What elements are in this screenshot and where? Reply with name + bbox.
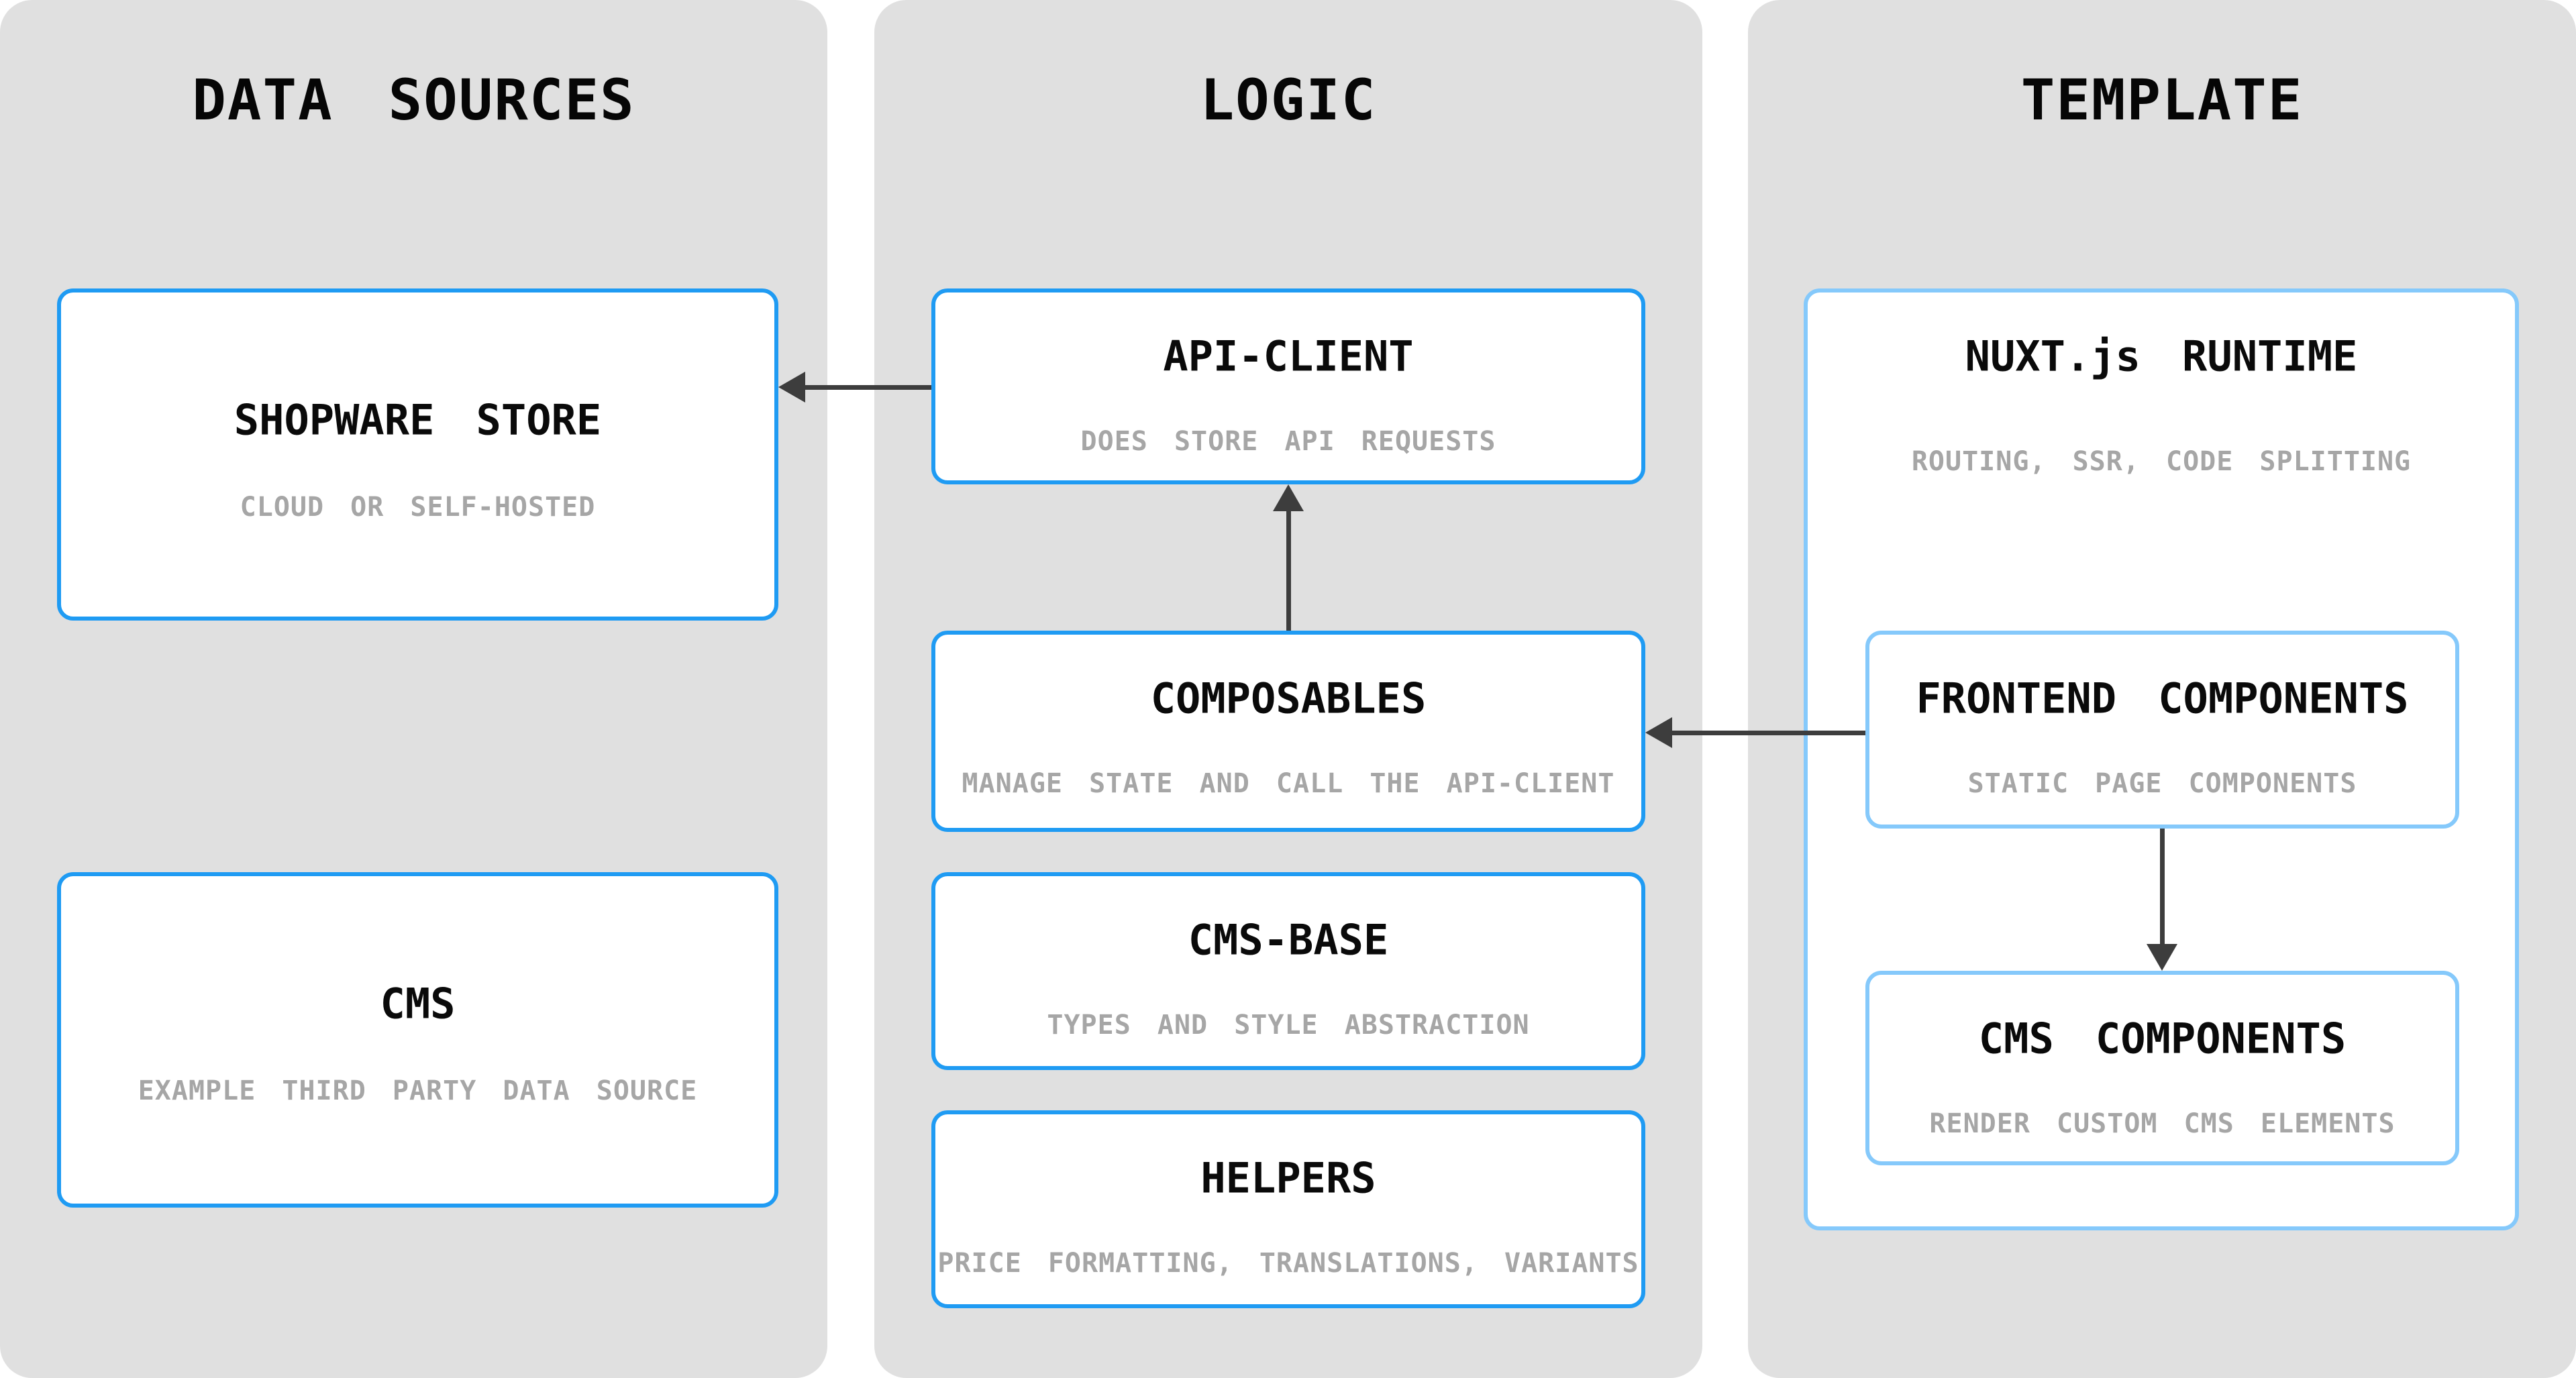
arrow-frontend-to-composables-line (1671, 731, 1865, 735)
node-title: FRONTEND COMPONENTS (1916, 674, 2409, 723)
node-shopware-store: SHOPWARE STORE CLOUD OR SELF-HOSTED (57, 288, 778, 621)
node-title: CMS (380, 979, 456, 1028)
node-title: CMS COMPONENTS (1978, 1014, 2347, 1063)
node-composables: COMPOSABLES MANAGE STATE AND CALL THE AP… (931, 631, 1645, 832)
node-title: SHOPWARE STORE (234, 395, 602, 445)
node-cms-base: CMS-BASE TYPES AND STYLE ABSTRACTION (931, 872, 1645, 1070)
node-title: API-CLIENT (1163, 331, 1414, 381)
node-subtitle: ROUTING, SSR, CODE SPLITTING (1911, 446, 2412, 477)
column-header-template: TEMPLATE (2020, 67, 2304, 133)
node-title: HELPERS (1200, 1153, 1376, 1203)
column-header-data-sources: DATA SOURCES (192, 67, 635, 133)
node-cms-components: CMS COMPONENTS RENDER CUSTOM CMS ELEMENT… (1865, 971, 2459, 1165)
node-subtitle: MANAGE STATE AND CALL THE API-CLIENT (962, 768, 1615, 799)
node-subtitle: CLOUD OR SELF-HOSTED (240, 492, 596, 523)
node-subtitle: RENDER CUSTOM CMS ELEMENTS (1929, 1108, 2395, 1139)
node-subtitle: STATIC PAGE COMPONENTS (1967, 768, 2357, 799)
arrow-api-client-to-shopware-head-icon (778, 372, 805, 403)
arrow-composables-to-api-client-line (1286, 509, 1291, 631)
column-header-logic: LOGIC (1200, 67, 1377, 133)
node-frontend-components: FRONTEND COMPONENTS STATIC PAGE COMPONEN… (1865, 631, 2459, 829)
node-title: NUXT.js RUNTIME (1965, 331, 2358, 381)
node-title: COMPOSABLES (1150, 674, 1427, 723)
arrow-frontend-to-composables-head-icon (1645, 717, 1672, 748)
arrow-frontend-to-cms-components-line (2160, 829, 2165, 947)
arrow-api-client-to-shopware-line (804, 385, 931, 390)
node-subtitle: PRICE FORMATTING, TRANSLATIONS, VARIANTS (937, 1248, 1639, 1279)
node-cms: CMS EXAMPLE THIRD PARTY DATA SOURCE (57, 872, 778, 1208)
node-subtitle: DOES STORE API REQUESTS (1080, 426, 1496, 457)
node-title: CMS-BASE (1188, 915, 1389, 965)
node-subtitle: TYPES AND STYLE ABSTRACTION (1047, 1010, 1530, 1041)
arrow-composables-to-api-client-head-icon (1273, 484, 1304, 511)
node-subtitle: EXAMPLE THIRD PARTY DATA SOURCE (138, 1075, 698, 1106)
node-api-client: API-CLIENT DOES STORE API REQUESTS (931, 288, 1645, 484)
arrow-frontend-to-cms-components-head-icon (2147, 944, 2177, 971)
node-helpers: HELPERS PRICE FORMATTING, TRANSLATIONS, … (931, 1110, 1645, 1308)
